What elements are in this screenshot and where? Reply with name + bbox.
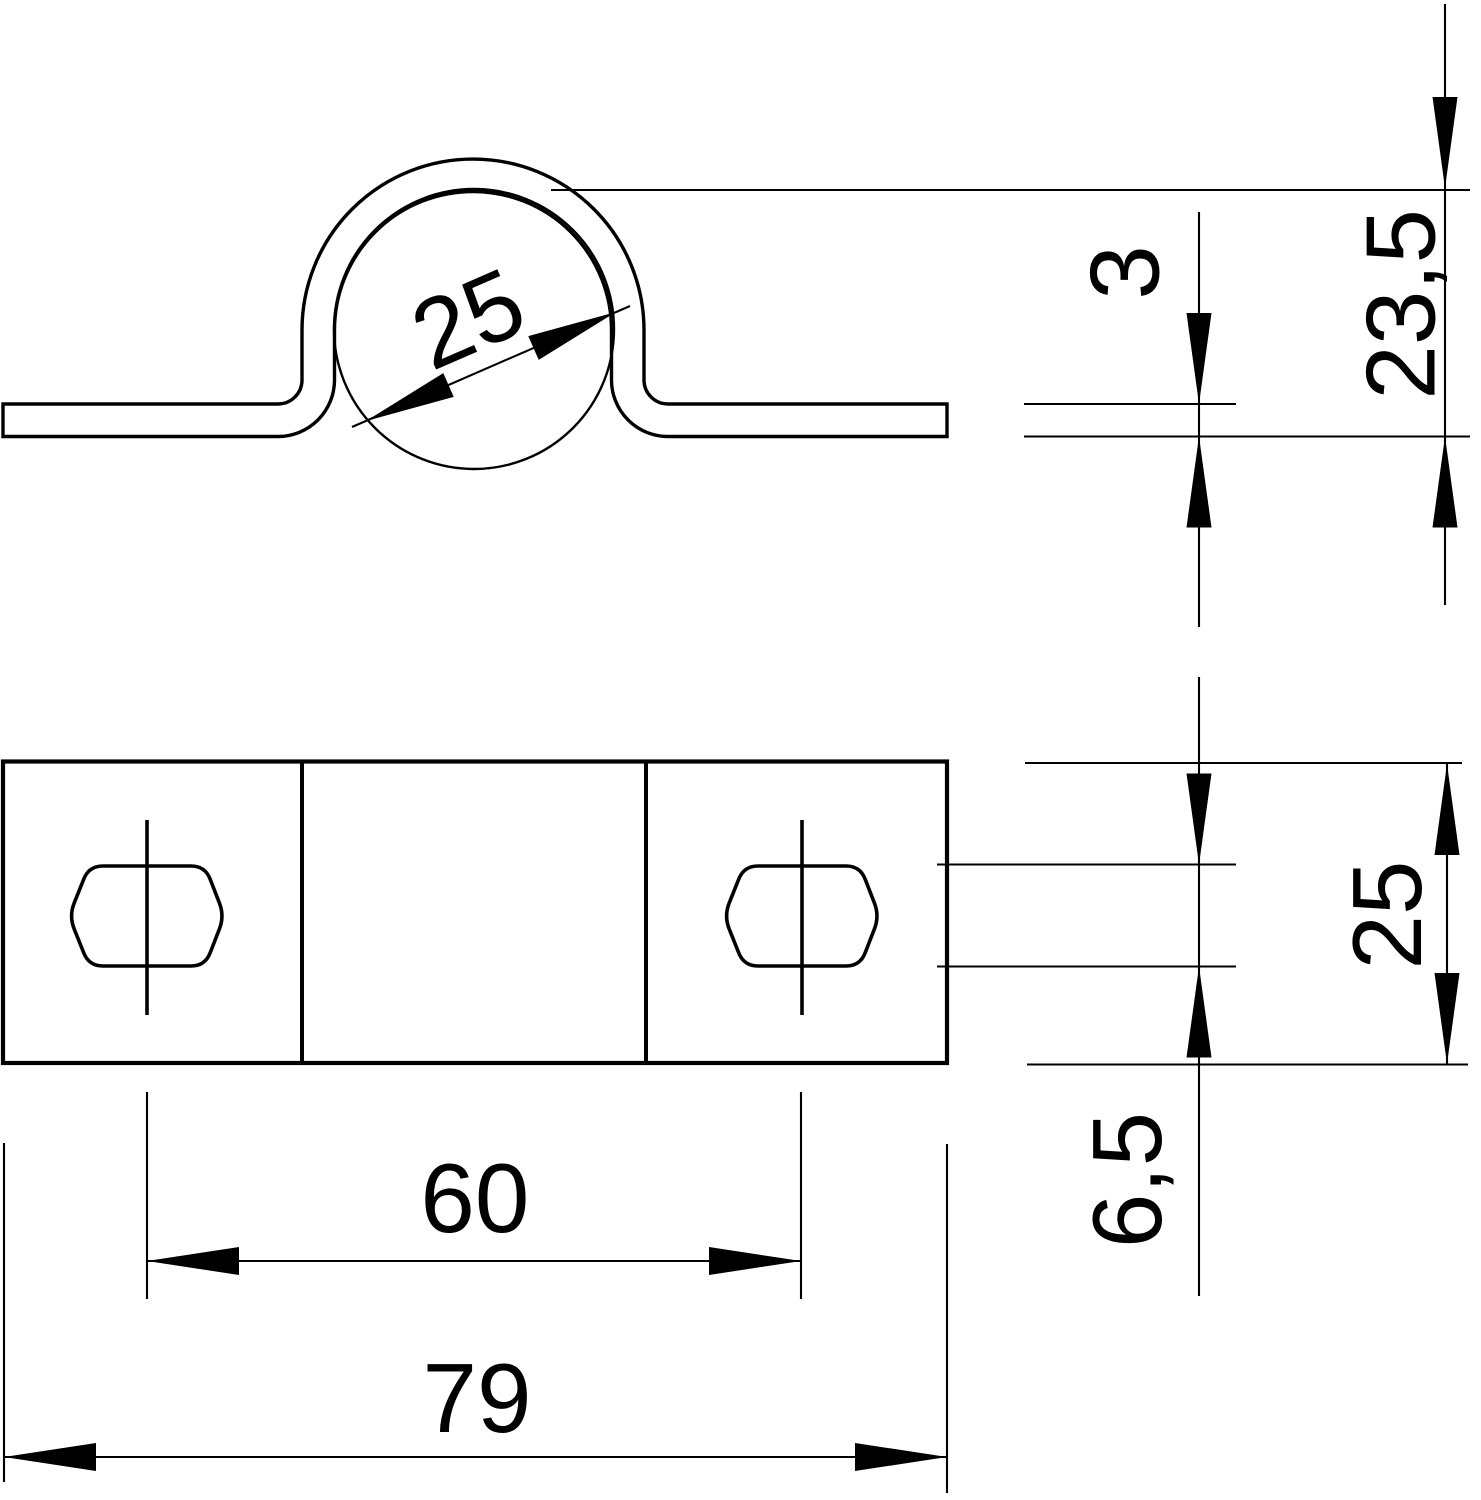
svg-text:25: 25 (1332, 860, 1442, 969)
svg-text:6,5: 6,5 (1072, 1112, 1182, 1248)
svg-text:23,5: 23,5 (1345, 209, 1455, 400)
svg-text:79: 79 (422, 1343, 531, 1453)
svg-text:60: 60 (420, 1143, 529, 1253)
svg-text:3: 3 (1070, 245, 1180, 300)
